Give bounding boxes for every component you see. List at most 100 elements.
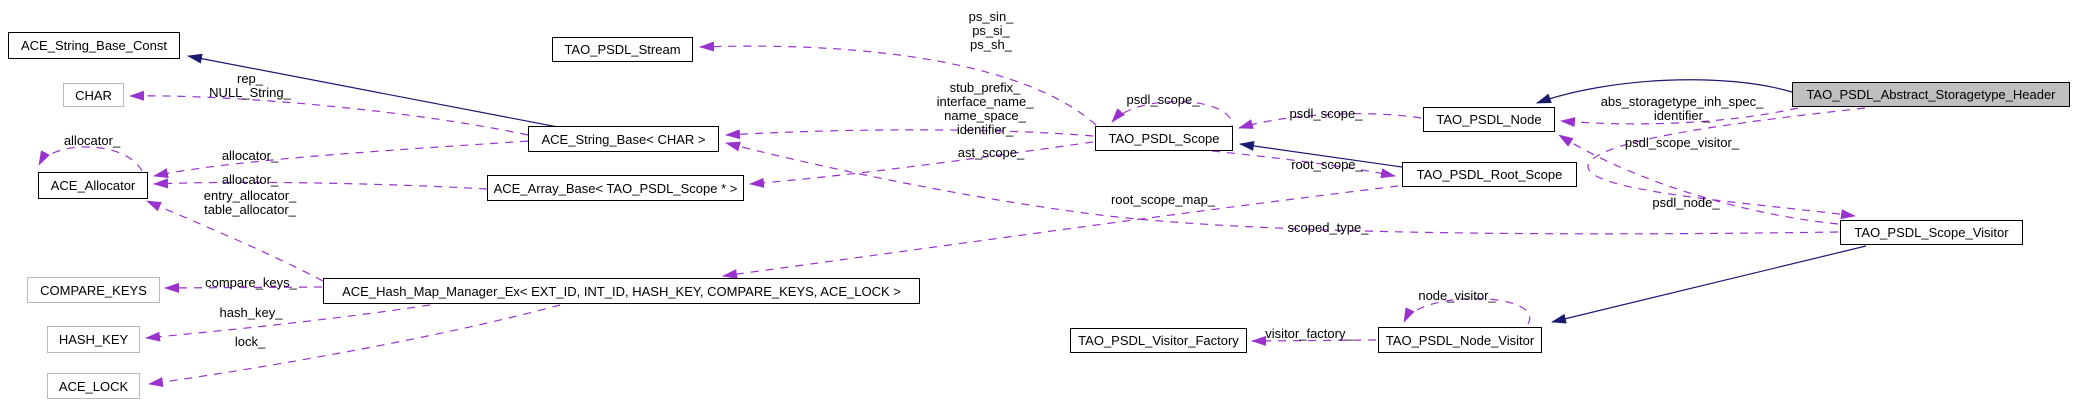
class-node-label: TAO_PSDL_Node_Visitor <box>1385 332 1535 348</box>
member-edge-mem-psdl-scope-visitor <box>1587 107 1866 220</box>
edge-label-line: scoped_type_ <box>1287 220 1369 235</box>
class-node-label: ACE_Allocator <box>50 178 136 193</box>
member-edge-mem-entry-table-allocator <box>146 200 324 282</box>
class-node-ace-string-base-char[interactable]: ACE_String_Base< CHAR > <box>528 126 719 152</box>
class-node-tao-psdl-visitor-factory[interactable]: TAO_PSDL_Visitor_Factory <box>1070 328 1247 353</box>
member-edge-mem-compare-keys <box>164 282 323 293</box>
edge-label-line: NULL_String_ <box>209 85 291 100</box>
member-edge-mem-psdl-scope-node <box>1238 113 1422 129</box>
class-node-label: ACE_LOCK <box>58 378 129 394</box>
class-node-label: COMPARE_KEYS <box>40 282 147 298</box>
inheritance-edge-inh-rootscope-scope <box>1239 141 1403 168</box>
edge-label-line: stub_prefix_ <box>949 80 1021 95</box>
class-node-label: ACE_Hash_Map_Manager_Ex< EXT_ID, INT_ID,… <box>342 283 901 299</box>
member-edge-mem-allocator-self <box>38 146 143 172</box>
edge-label-mem-allocator-array: allocator_ <box>222 173 278 187</box>
member-edge-mem-psdl-scope-self <box>1111 100 1233 134</box>
class-node-tao-psdl-scope[interactable]: TAO_PSDL_Scope <box>1095 126 1233 151</box>
class-node-label: TAO_PSDL_Scope <box>1108 131 1220 146</box>
class-node-hash-key[interactable]: HASH_KEY <box>47 326 140 353</box>
edge-label-line: psdl_scope_ <box>1289 106 1363 121</box>
class-node-ace-string-base-const[interactable]: ACE_String_Base_Const <box>8 32 180 59</box>
class-node-tao-psdl-stream[interactable]: TAO_PSDL_Stream <box>552 37 693 62</box>
edge-label-mem-abs-storagetype: abs_storagetype_inh_spec_identifier_ <box>1601 95 1764 123</box>
edge-label-line: ps_sin_ <box>968 9 1014 24</box>
class-node-label: ACE_String_Base_Const <box>21 38 167 53</box>
edge-label-mem-ps: ps_sin_ps_si_ps_sh_ <box>969 10 1014 52</box>
class-node-ace-allocator[interactable]: ACE_Allocator <box>38 172 148 199</box>
class-node-tao-psdl-node-visitor[interactable]: TAO_PSDL_Node_Visitor <box>1378 327 1542 353</box>
edge-label-mem-lock: lock_ <box>235 335 265 349</box>
edge-label-line: psdl_scope_visitor_ <box>1624 135 1740 150</box>
edge-label-line: psdl_scope_ <box>1126 92 1200 107</box>
class-node-compare-keys[interactable]: COMPARE_KEYS <box>27 277 160 303</box>
member-edge-mem-allocator-array <box>153 178 488 190</box>
class-node-label: TAO_PSDL_Node <box>1436 112 1542 127</box>
edge-label-line: name_space_ <box>944 108 1026 123</box>
edge-label-line: visitor_factory_ <box>1265 326 1353 341</box>
edge-label-mem-visitor-factory: visitor_factory_ <box>1265 327 1352 341</box>
class-node-tao-psdl-abstract-storagetype-header[interactable]: TAO_PSDL_Abstract_Storagetype_Header <box>1792 82 2070 107</box>
edge-label-line: abs_storagetype_inh_spec_ <box>1600 94 1764 109</box>
class-node-ace-lock[interactable]: ACE_LOCK <box>47 373 140 399</box>
edge-label-line: compare_keys_ <box>205 275 297 290</box>
class-node-char[interactable]: CHAR <box>63 83 124 107</box>
edge-label-mem-psdl-scope-visitor: psdl_scope_visitor_ <box>1625 136 1739 150</box>
edge-label-mem-stub-prefix: stub_prefix_interface_name_name_space_id… <box>937 81 1034 137</box>
member-edge-mem-lock <box>148 304 561 388</box>
edge-label-line: node_visitor_ <box>1418 288 1496 303</box>
edge-label-mem-root-scope-map: root_scope_map_ <box>1111 193 1215 207</box>
member-edge-mem-rep <box>129 90 529 136</box>
class-node-label: TAO_PSDL_Scope_Visitor <box>1854 225 2009 240</box>
class-node-label: ACE_String_Base< CHAR > <box>541 131 706 147</box>
edge-label-line: interface_name_ <box>936 94 1034 109</box>
class-node-label: TAO_PSDL_Visitor_Factory <box>1078 333 1239 348</box>
edge-label-mem-ast-scope: ast_scope_ <box>958 146 1025 160</box>
edge-label-mem-entry-table-allocator: entry_allocator_table_allocator_ <box>204 189 297 217</box>
class-node-label: TAO_PSDL_Stream <box>564 42 681 57</box>
inheritance-edge-inh-stringbase-const <box>187 53 564 129</box>
edge-label-mem-root-scope: root_scope_ <box>1291 158 1363 172</box>
class-node-ace-hash-map[interactable]: ACE_Hash_Map_Manager_Ex< EXT_ID, INT_ID,… <box>323 278 920 304</box>
member-edge-mem-psdl-node <box>1558 134 1839 225</box>
class-node-label: TAO_PSDL_Root_Scope <box>1416 167 1563 182</box>
class-node-label: TAO_PSDL_Abstract_Storagetype_Header <box>1806 87 2056 102</box>
class-node-label: ACE_Array_Base< TAO_PSDL_Scope * > <box>493 180 738 196</box>
member-edge-mem-node-visitor-self <box>1403 298 1531 325</box>
inheritance-edge-inh-header-node <box>1536 79 1793 104</box>
edge-label-line: root_scope_ <box>1291 157 1363 172</box>
edge-label-line: allocator_ <box>221 148 279 163</box>
class-node-tao-psdl-node[interactable]: TAO_PSDL_Node <box>1423 107 1555 132</box>
member-edge-mem-hash-key <box>145 304 431 342</box>
edge-label-line: identifier_ <box>1653 108 1711 123</box>
edge-label-mem-hash-key: hash_key_ <box>220 306 283 320</box>
edge-label-line: ast_scope_ <box>957 145 1025 160</box>
edge-label-line: lock_ <box>234 334 266 349</box>
edge-label-mem-allocator-self: allocator_ <box>64 134 120 148</box>
class-node-tao-psdl-root-scope[interactable]: TAO_PSDL_Root_Scope <box>1402 162 1577 187</box>
member-edge-mem-allocator-string <box>153 140 529 179</box>
edge-label-line: ps_si_ <box>972 23 1010 38</box>
member-edge-mem-visitor-factory <box>1251 335 1377 346</box>
edge-label-line: ps_sh_ <box>970 37 1012 52</box>
edge-label-mem-psdl-node: psdl_node_ <box>1652 196 1719 210</box>
edge-label-line: entry_allocator_ <box>203 188 297 203</box>
edge-label-mem-psdl-scope-self: psdl_scope_ <box>1127 93 1200 107</box>
edge-label-line: allocator_ <box>63 133 121 148</box>
member-edge-mem-stub-prefix <box>725 129 1094 140</box>
edge-label-mem-psdl-scope-node: psdl_scope_ <box>1290 107 1363 121</box>
class-node-ace-array-base[interactable]: ACE_Array_Base< TAO_PSDL_Scope * > <box>487 175 744 201</box>
class-node-label: CHAR <box>75 87 112 103</box>
member-edge-mem-ast-scope <box>749 141 1094 188</box>
edge-label-mem-node-visitor-self: node_visitor_ <box>1418 289 1495 303</box>
class-node-tao-psdl-scope-visitor[interactable]: TAO_PSDL_Scope_Visitor <box>1840 220 2023 245</box>
edge-label-mem-allocator-string: allocator_ <box>222 149 278 163</box>
edge-label-line: root_scope_map_ <box>1110 192 1216 207</box>
edge-label-line: identifier_ <box>956 122 1014 137</box>
edge-label-line: hash_key_ <box>219 305 283 320</box>
edge-label-line: rep_ <box>236 71 264 86</box>
edge-label-line: table_allocator_ <box>204 202 296 217</box>
edge-label-mem-scoped-type: scoped_type_ <box>1288 221 1369 235</box>
inheritance-edge-inh-scopevisitor-nodevisitor <box>1551 245 1867 324</box>
